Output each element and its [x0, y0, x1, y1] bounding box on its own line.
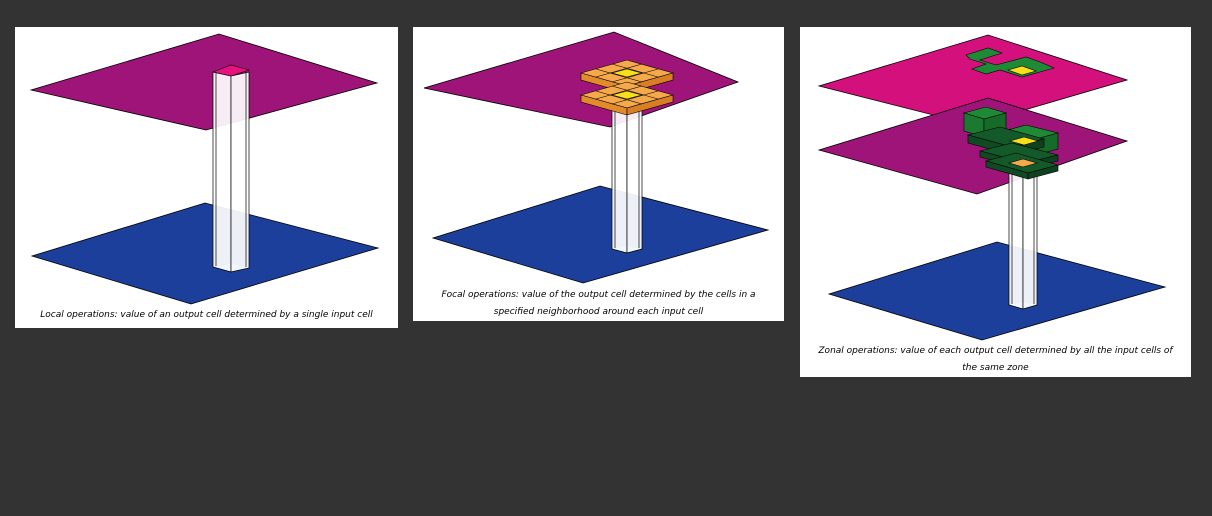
focal-caption: Focal operations: value of the output ce…	[441, 290, 756, 317]
input-layer	[827, 241, 1167, 341]
zonal-operations-diagram	[817, 34, 1167, 341]
zone-shape	[965, 47, 1055, 78]
output-layer	[817, 97, 1129, 195]
zonal-operations-panel: Zonal operations: value of each output c…	[800, 27, 1191, 377]
cell-column	[212, 71, 250, 273]
cell-column	[1008, 166, 1038, 310]
output-cell	[211, 64, 251, 77]
zone-stack	[962, 106, 1060, 180]
local-operations-panel: Local operations: value of an output cel…	[15, 27, 398, 328]
focal-center-cell	[610, 90, 644, 100]
zonal-caption: Zonal operations: value of each output c…	[818, 346, 1173, 373]
focal-operations-diagram	[423, 31, 770, 284]
local-caption: Local operations: value of an output cel…	[40, 310, 373, 320]
neighborhood-window	[579, 59, 675, 116]
local-operations-diagram	[29, 33, 380, 305]
input-layer	[30, 202, 380, 305]
input-layer	[431, 185, 770, 284]
zone-layer	[817, 34, 1129, 126]
focal-operations-panel: Focal operations: value of the output ce…	[413, 27, 784, 321]
output-layer	[29, 33, 379, 131]
cell-column	[611, 96, 643, 254]
